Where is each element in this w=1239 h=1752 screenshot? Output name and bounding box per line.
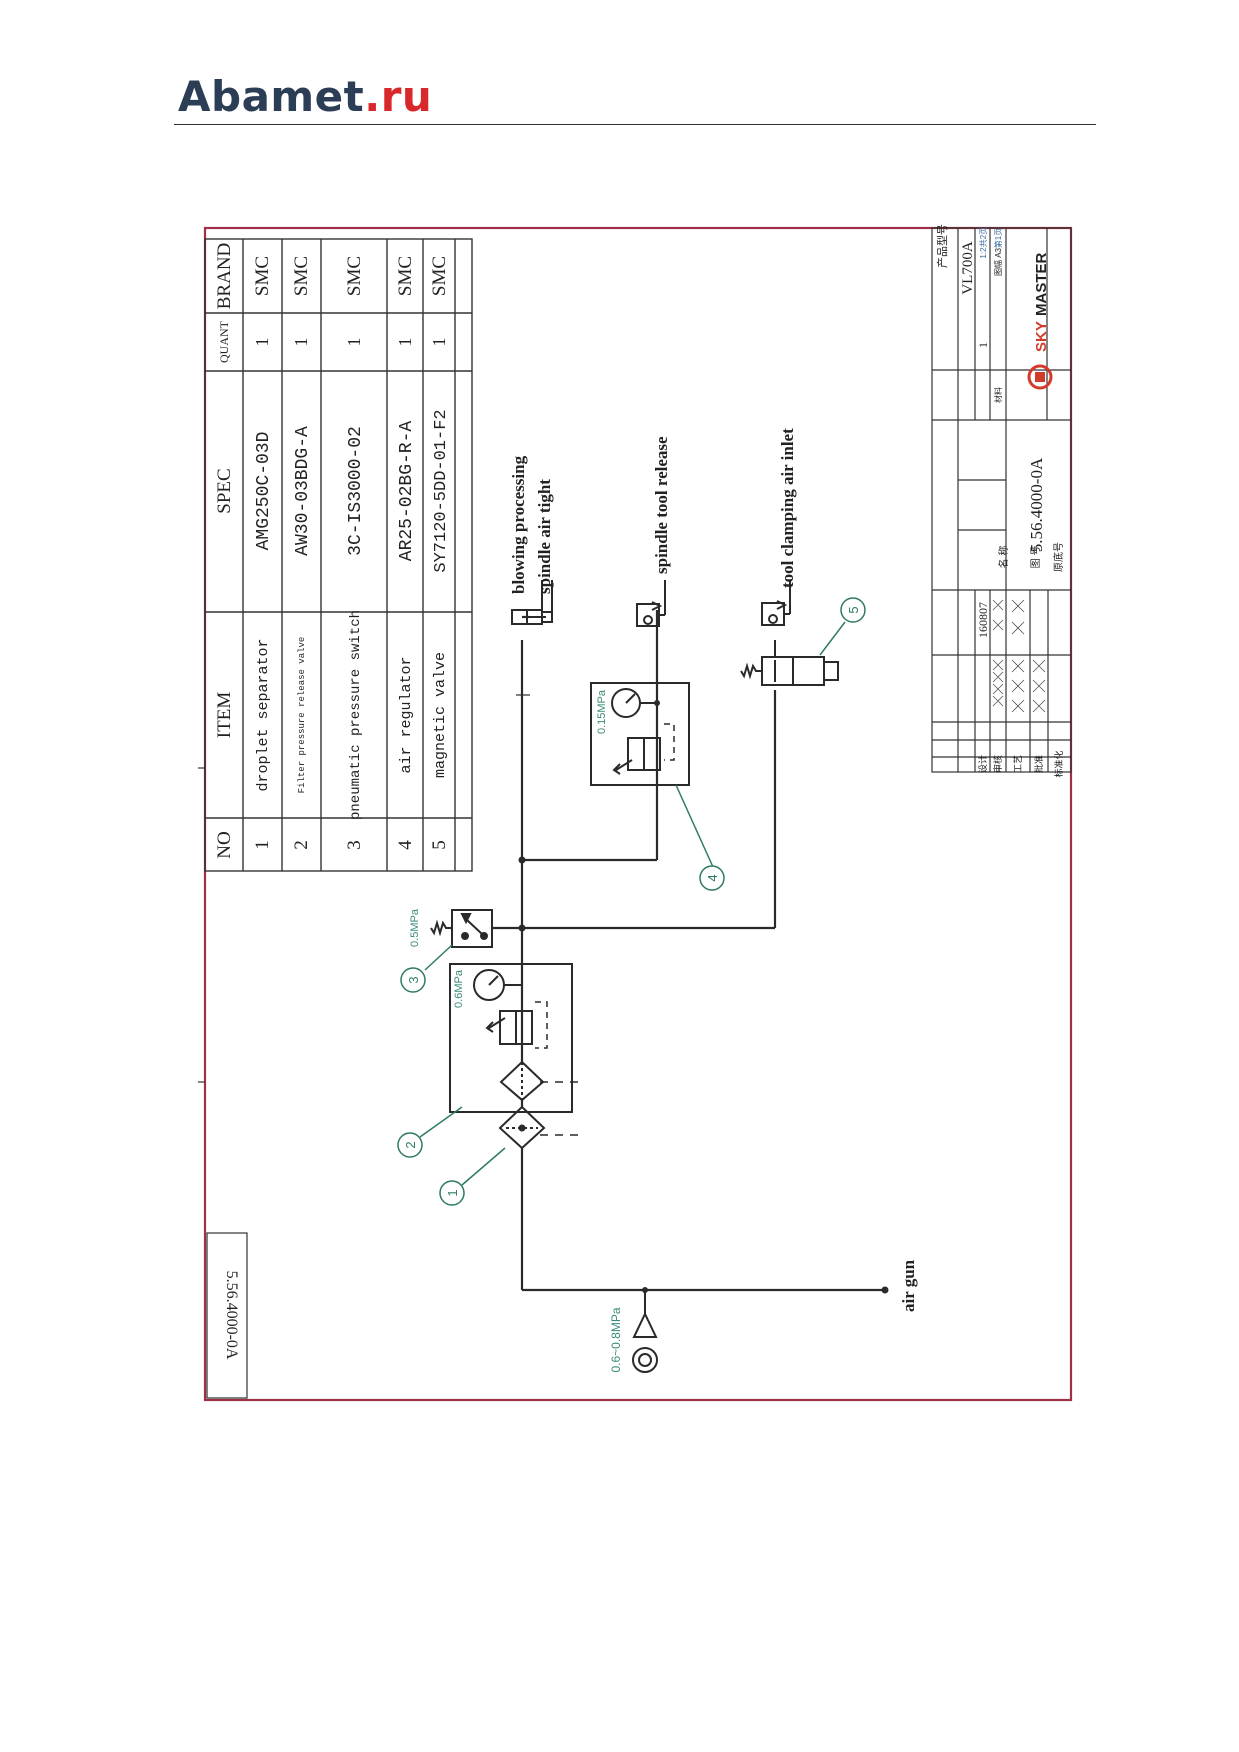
tb-drawing-no-label: 图 号 — [1030, 546, 1042, 569]
solenoid-valve-symbol — [740, 580, 839, 686]
tb-brand-sky: SKY — [1033, 321, 1050, 352]
callout-2: 2 — [403, 1141, 418, 1148]
pressure-switch-symbol — [430, 909, 493, 948]
bom-row-1-quant: 1 — [252, 338, 272, 347]
bom-table — [204, 238, 473, 872]
callout-leaders — [419, 621, 846, 1186]
bom-row-3-spec: 3C-IS3000-02 — [346, 426, 366, 556]
bom-row-2-item: Filter pressure release valve — [297, 637, 307, 794]
bom-header-quant: QUANT — [217, 320, 231, 363]
bom-row-4-no: 4 — [395, 840, 416, 850]
bom-header-item: ITEM — [214, 692, 235, 739]
drawing-frame — [203, 226, 1073, 1402]
label-tool-clamping: tool clamping air inlet — [778, 428, 797, 588]
bom-row-5-no: 5 — [429, 840, 450, 850]
skymaster-logo-icon[interactable] — [1027, 364, 1053, 390]
bom-header-brand: BRAND — [214, 243, 235, 310]
header-divider — [174, 124, 1096, 125]
bom-row-1-no: 1 — [252, 840, 273, 850]
filter-regulator-symbol — [449, 963, 573, 1113]
air-gun-outlet — [881, 1286, 889, 1294]
margin-number: 5.56.4000-0A — [223, 1271, 240, 1360]
tb-name-label: 名 称 — [997, 546, 1010, 569]
tb-model: VL700A — [960, 241, 976, 294]
bom-row-1-spec: AMG250C-03D — [254, 432, 274, 551]
bom-row-5-spec: SY7120-5DD-01-F2 — [432, 409, 451, 572]
bom-row-3-brand: SMC — [344, 256, 365, 296]
title-block — [931, 227, 1072, 773]
bom-row-4-brand: SMC — [395, 256, 416, 296]
bom-row-2-spec: AW30-03BDG-A — [293, 426, 313, 556]
bom-row-5-quant: 1 — [429, 338, 449, 347]
callout-circles — [397, 597, 866, 1206]
tb-brand-master: MASTER — [1033, 253, 1050, 317]
tb-scale: 1:2 — [979, 247, 988, 259]
blowing-valve-symbol — [511, 580, 553, 696]
tb-original-no: 原底号 — [1052, 542, 1065, 572]
logo-name: Abamet — [178, 72, 365, 121]
margin-number-box — [206, 1232, 248, 1399]
check-valve-release-symbol — [636, 580, 666, 627]
callout-4: 4 — [705, 874, 720, 881]
tb-format: 图幅 A3 — [993, 247, 1003, 276]
bom-row-1-item: droplet separator — [255, 638, 272, 791]
regulator-pressure-4: 0.15MPa — [596, 689, 608, 734]
droplet-separator-symbol — [498, 1105, 546, 1150]
bom-row-4-quant: 1 — [395, 338, 415, 347]
switch-pressure-3: 0.5MPa — [409, 908, 421, 947]
regulator-pressure-2: 0.6MPa — [453, 969, 465, 1008]
site-logo[interactable]: Abamet.ru — [178, 76, 432, 118]
bom-header-spec: SPEC — [214, 468, 235, 513]
tb-model-label: 产品型号 — [935, 224, 949, 268]
tb-materials: 材料 — [993, 387, 1003, 403]
bom-row-4-spec: AR25-02BG-R-A — [397, 421, 417, 562]
air-source-symbol — [632, 1290, 658, 1373]
tb-quantity: 1 — [976, 342, 990, 348]
tb-row-approve: 批准 — [1033, 755, 1044, 773]
callout-1: 1 — [445, 1189, 460, 1196]
bom-row-3-quant: 1 — [344, 338, 364, 347]
bom-row-2-no: 2 — [291, 840, 312, 850]
tb-date: 160807 — [976, 602, 990, 638]
bom-row-5-brand: SMC — [429, 256, 450, 296]
bom-row-2-brand: SMC — [291, 256, 312, 296]
tb-sheet: 第1页 — [993, 228, 1003, 248]
tb-drawing-no: 5.56.4000-0A — [1027, 457, 1046, 552]
tb-sheets: 共2页 — [979, 227, 988, 247]
source-pressure-label: 0.6~0.8MPa — [609, 1307, 623, 1372]
callout-5: 5 — [846, 606, 861, 613]
bom-header-no: NO — [214, 831, 235, 858]
label-blowing: blowing processing — [509, 455, 528, 594]
approval-cells — [992, 599, 1046, 713]
label-air-gun: air gun — [899, 1259, 918, 1312]
callout-3: 3 — [406, 976, 421, 983]
tb-row-design: 设计 — [977, 755, 988, 773]
bom-row-5-item: magnetic valve — [432, 652, 449, 778]
label-spindle-air-tight: spindle air tight — [535, 479, 554, 594]
bom-row-1-brand: SMC — [252, 256, 273, 296]
air-regulator-symbol — [590, 682, 690, 786]
bom-row-4-item: air regulator — [398, 656, 415, 773]
bom-row-2-quant: 1 — [291, 338, 311, 347]
label-spindle-tool-release: spindle tool release — [652, 436, 671, 574]
tb-row-standard: 标准化 — [1053, 750, 1064, 777]
tb-row-review: 审核 — [992, 755, 1003, 773]
bom-row-3-item: pneumatic pressure switch — [348, 610, 364, 820]
logo-tld: .ru — [364, 72, 433, 121]
bom-row-3-no: 3 — [344, 840, 365, 850]
tb-row-process: 工艺 — [1013, 755, 1023, 773]
